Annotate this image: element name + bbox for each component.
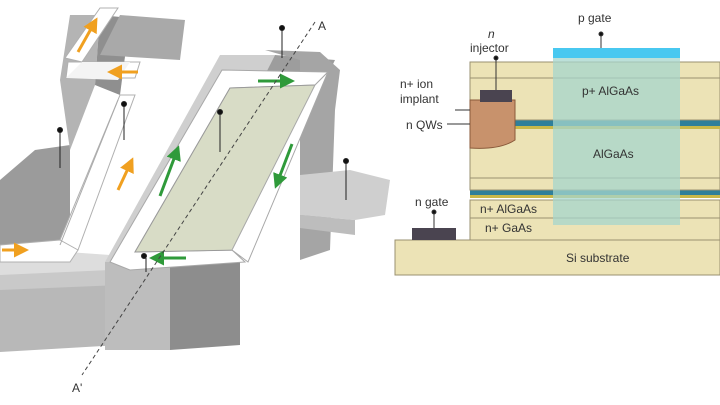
loop-waveguide xyxy=(109,69,330,271)
axis-label-a: A xyxy=(318,19,326,33)
cross-section-diagram: p gate n injector n+ ion implant n QWs p… xyxy=(394,11,720,276)
ion-implant-label-1: n+ ion xyxy=(400,77,433,91)
substrate-layer xyxy=(394,239,720,276)
ion-implant-label-2: implant xyxy=(400,92,439,106)
active-region xyxy=(553,55,680,225)
axis-label-a-prime: A' xyxy=(72,381,82,395)
green-arrow-left-side xyxy=(158,145,181,197)
n-gaas-label: n+ GaAs xyxy=(485,221,532,235)
n-gate-contact xyxy=(412,228,456,240)
green-arrow-right-side xyxy=(273,143,294,189)
n-injector-label-n: n xyxy=(488,27,495,41)
p-gate-label: p gate xyxy=(578,11,612,25)
leader-lines xyxy=(431,31,604,228)
orange-arrows xyxy=(2,17,138,258)
device-3d-diagram: A A' xyxy=(0,7,390,395)
n-algaas-label: n+ AlGaAs xyxy=(480,202,537,216)
green-arrows xyxy=(149,73,295,266)
n-gate-label: n gate xyxy=(415,195,449,209)
p-algaas-label: p+ AlGaAs xyxy=(582,84,639,98)
n-injector-contact xyxy=(480,90,512,102)
substrate-label: Si substrate xyxy=(566,251,630,265)
orange-arrow-diagonal xyxy=(116,157,134,191)
cross-section-line xyxy=(81,21,316,376)
n-qws-label: n QWs xyxy=(406,118,443,132)
algaas-label: AlGaAs xyxy=(593,147,634,161)
p-gate-contact xyxy=(553,48,680,58)
orange-arrow-up xyxy=(76,17,98,53)
n-injector-label: injector xyxy=(470,41,509,55)
left-ridge xyxy=(0,15,185,352)
contact-probes xyxy=(57,25,349,272)
ion-implant-region xyxy=(469,99,516,149)
